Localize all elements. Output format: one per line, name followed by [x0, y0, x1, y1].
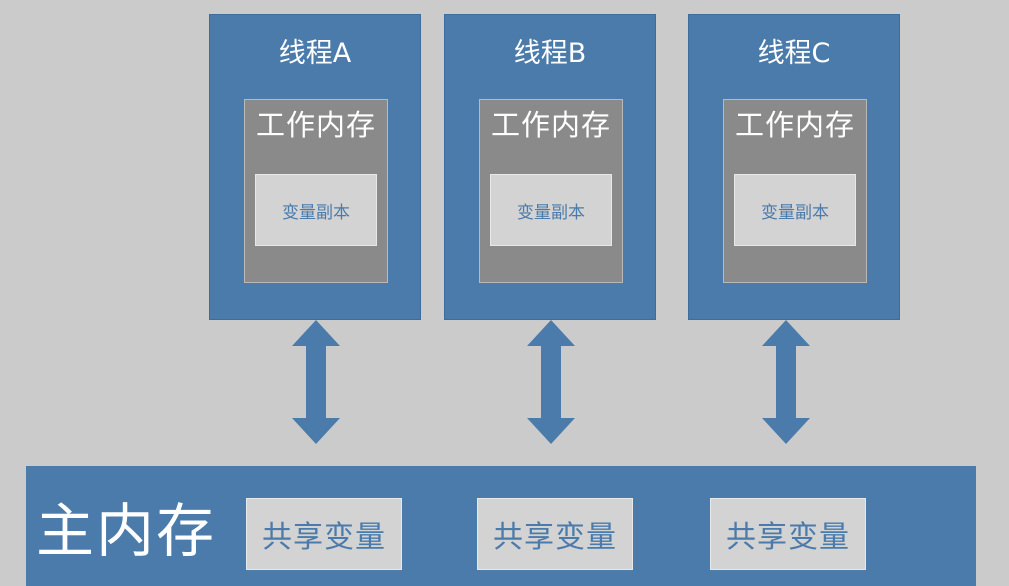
main-memory-box: 主内存 共享变量 共享变量 共享变量 — [26, 466, 976, 586]
thread-b-variable-copy: 变量副本 — [490, 174, 612, 246]
shared-variable-1: 共享变量 — [246, 498, 402, 570]
thread-a-work-memory: 工作内存 变量副本 — [244, 99, 388, 283]
thread-b-work-memory: 工作内存 变量副本 — [479, 99, 623, 283]
thread-a-title: 线程A — [278, 38, 352, 69]
thread-c-variable-copy: 变量副本 — [734, 174, 856, 246]
thread-a-variable-copy: 变量副本 — [255, 174, 377, 246]
thread-a-arrow — [292, 320, 340, 444]
thread-a-box: 线程A 工作内存 变量副本 — [209, 14, 421, 320]
thread-b-work-memory-label: 工作内存 — [490, 108, 611, 142]
thread-c-work-memory-label: 工作内存 — [734, 108, 855, 142]
thread-c-work-memory: 工作内存 变量副本 — [723, 99, 867, 283]
thread-c-title: 线程C — [757, 38, 831, 69]
thread-c-arrow — [762, 320, 810, 444]
main-memory-label: 主内存 — [36, 497, 217, 565]
thread-b-title: 线程B — [513, 38, 587, 69]
thread-c-box: 线程C 工作内存 变量副本 — [688, 14, 900, 320]
thread-a-work-memory-label: 工作内存 — [255, 108, 376, 142]
thread-b-box: 线程B 工作内存 变量副本 — [444, 14, 656, 320]
shared-variable-2: 共享变量 — [477, 498, 633, 570]
thread-b-arrow — [527, 320, 575, 444]
shared-variable-3: 共享变量 — [710, 498, 866, 570]
